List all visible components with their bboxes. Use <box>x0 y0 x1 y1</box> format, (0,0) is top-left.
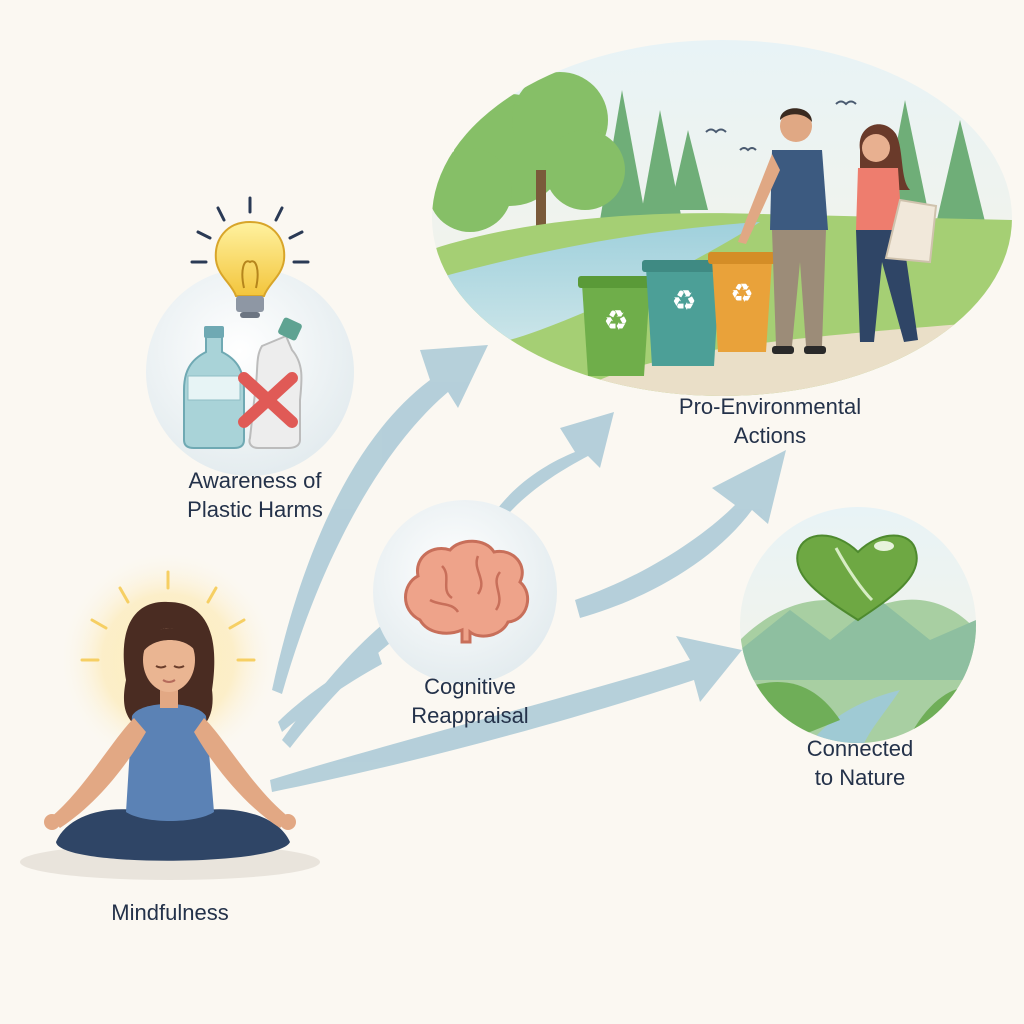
recycle-bins: ♻ ♻ ♻ <box>578 252 776 376</box>
connected-illustration <box>740 507 976 743</box>
heart-leaf-icon <box>796 534 918 622</box>
awareness-label-line2: Plastic Harms <box>187 497 323 522</box>
connected-label-line1: Connected <box>806 736 914 761</box>
recycle-icon: ♻ <box>603 304 628 337</box>
cognitive-label-line1: Cognitive <box>424 674 516 699</box>
arrow-cog-to-pro <box>498 412 614 512</box>
connected-label-line2: to Nature <box>814 765 906 790</box>
lightbulb-icon <box>190 196 310 318</box>
recycle-icon: ♻ <box>671 284 696 317</box>
person-man <box>738 108 828 354</box>
arrow-mind-to-cog-2 <box>278 652 382 732</box>
mindfulness-label: Mindfulness <box>60 898 280 927</box>
pro-environmental-illustration: ♻ ♻ ♻ <box>432 40 1012 396</box>
cognitive-label-line2: Reappraisal <box>411 703 529 728</box>
awareness-label-line1: Awareness of <box>188 468 322 493</box>
arrow-mind-to-nature <box>270 636 742 792</box>
arrow-cog-to-pro-2 <box>575 450 786 618</box>
pro-environmental-label: Pro-Environmental Actions <box>620 392 920 450</box>
connected-label: Connected to Nature <box>750 734 970 792</box>
mindfulness-label-text: Mindfulness <box>111 900 229 925</box>
cognitive-illustration <box>373 500 557 684</box>
cognitive-label: Cognitive Reappraisal <box>370 672 570 730</box>
awareness-label: Awareness of Plastic Harms <box>140 466 370 524</box>
cross-icon <box>238 372 298 428</box>
recycle-icon: ♻ <box>730 279 753 309</box>
pro-environmental-label-line2: Actions <box>733 423 807 448</box>
awareness-illustration <box>146 196 354 476</box>
arrows <box>270 345 786 792</box>
pro-environmental-label-line1: Pro-Environmental <box>678 394 862 419</box>
person-woman <box>856 124 938 342</box>
arrow-mind-to-pro <box>272 345 488 694</box>
mindfulness-figure <box>20 550 320 880</box>
brain-icon <box>404 539 530 644</box>
